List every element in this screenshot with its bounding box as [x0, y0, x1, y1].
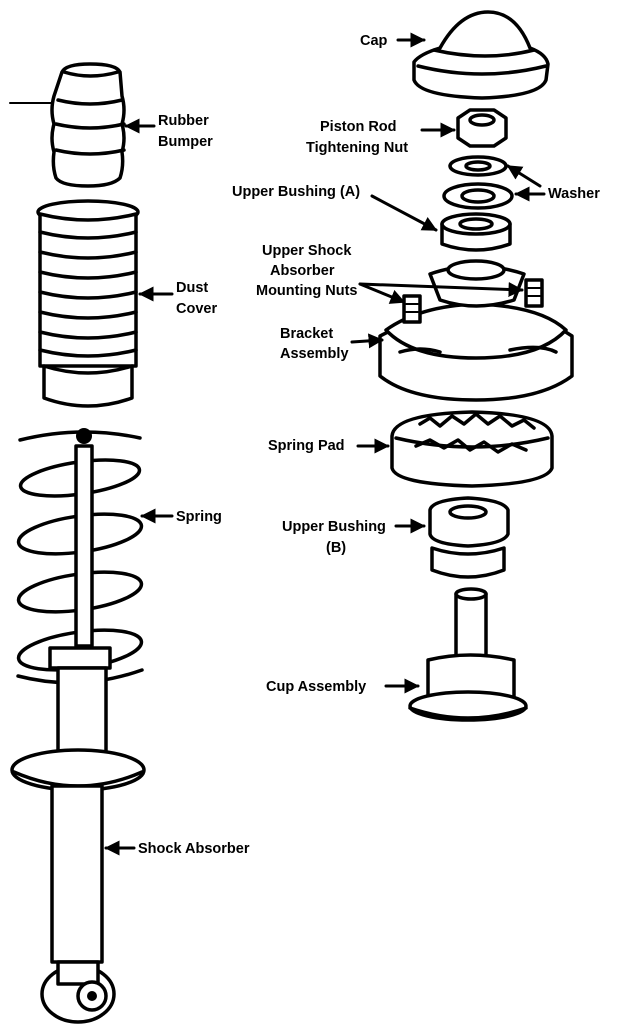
label-spring-pad: Spring Pad	[268, 438, 345, 454]
cap-part	[412, 10, 550, 100]
label-upper-bushing-b-line1: Upper Bushing	[282, 519, 386, 535]
bracket-assembly-part	[378, 259, 574, 402]
cup-assembly-part	[408, 587, 528, 722]
rubber-bumper-part	[9, 62, 126, 188]
label-mounting-nuts-line1: Upper Shock	[262, 243, 352, 259]
label-cup-assembly: Cup Assembly	[266, 679, 366, 695]
upper-bushing-b-part	[428, 496, 510, 579]
label-dust-cover-line1: Dust	[176, 280, 208, 296]
label-dust-cover-line2: Cover	[176, 301, 217, 317]
dust-cover-part	[36, 199, 140, 408]
label-rubber-bumper-line2: Bumper	[158, 134, 213, 150]
spring-pad-part	[390, 410, 554, 488]
label-bracket-line2: Assembly	[280, 346, 349, 362]
label-rubber-bumper-line1: Rubber	[158, 113, 209, 129]
washer-parts	[442, 155, 514, 210]
piston-rod-nut-part	[456, 108, 508, 148]
leader-arrows	[104, 32, 546, 856]
label-washer: Washer	[548, 186, 600, 202]
label-bracket-line1: Bracket	[280, 326, 333, 342]
upper-bushing-a-part	[440, 212, 512, 252]
label-mounting-nuts-line3: Mounting Nuts	[256, 283, 357, 299]
label-upper-bushing-b-line2: (B)	[326, 540, 346, 556]
label-shock-absorber: Shock Absorber	[138, 841, 250, 857]
label-mounting-nuts-line2: Absorber	[270, 263, 335, 279]
label-upper-bushing-a: Upper Bushing (A)	[232, 184, 360, 200]
label-piston-rod-line1: Piston Rod	[320, 119, 397, 135]
label-cap: Cap	[360, 33, 388, 49]
label-piston-rod-line2: Tightening Nut	[306, 140, 408, 156]
label-spring: Spring	[176, 509, 222, 525]
shock-absorber-part	[10, 444, 146, 1024]
